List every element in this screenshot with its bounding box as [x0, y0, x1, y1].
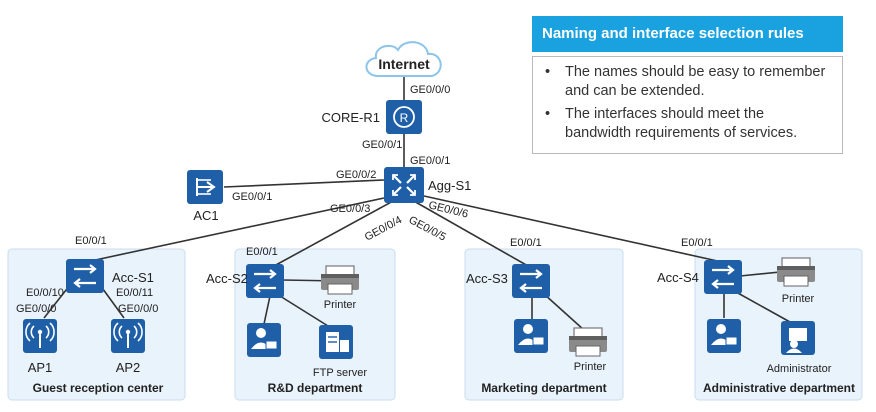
port-s2-up: E0/0/1: [246, 246, 278, 258]
port-agg-s2: GE0/0/4: [363, 214, 404, 244]
port-s1-ap2: E0/0/11: [116, 287, 153, 299]
port-agg-up: GE0/0/1: [410, 155, 450, 167]
port-agg-s1: GE0/0/3: [330, 203, 370, 215]
rule-item: • The names should be easy to remember a…: [543, 63, 834, 101]
acc-s3-switch-icon: [510, 262, 552, 300]
port-s1-up: E0/0/1: [75, 235, 107, 247]
link-s1-ap1: [43, 284, 71, 319]
guest-area-label: Guest reception center: [33, 381, 164, 395]
bullet: •: [545, 64, 551, 80]
port-internet-core: GE0/0/0: [410, 84, 450, 96]
admin-area-label: Administrative department: [703, 381, 855, 395]
printer-rd-label: Printer: [324, 299, 357, 311]
ftp-server-label: FTP server: [313, 367, 368, 379]
printer-admin-label: Printer: [782, 293, 815, 305]
acc-s3-label: Acc-S3: [466, 271, 508, 286]
rules-title: Naming and interface selection rules: [532, 16, 843, 52]
marketing-area-label: Marketing department: [481, 381, 606, 395]
internet-label: Internet: [378, 56, 430, 72]
acc-s1-switch-icon: [64, 257, 106, 295]
agg-s1-label: Agg-S1: [428, 178, 471, 193]
acc-s1-label: Acc-S1: [112, 270, 154, 285]
printer-icon: [568, 327, 608, 357]
rule-text: The interfaces should meet the bandwidth…: [565, 106, 798, 141]
rules-box: Naming and interface selection rules • T…: [532, 16, 843, 154]
port-s4-up: E0/0/1: [681, 237, 713, 249]
printer-icon: [776, 257, 816, 287]
rules-list: • The names should be easy to remember a…: [532, 56, 843, 154]
link-agg-s1: [85, 197, 385, 263]
port-agg-ac: GE0/0/2: [336, 169, 376, 181]
link-agg-s3: [411, 199, 529, 267]
marketing-user-icon: [513, 318, 549, 354]
port-ac: GE0/0/1: [232, 191, 272, 203]
link-s4-admin: [735, 291, 791, 323]
port-ap1: GE0/0/0: [16, 303, 56, 315]
port-agg-s3: GE0/0/5: [407, 214, 448, 244]
rule-item: • The interfaces should meet the bandwid…: [543, 105, 834, 143]
guest-area-panel: [7, 248, 186, 401]
port-ap2: GE0/0/0: [118, 303, 158, 315]
printer-marketing-label: Printer: [574, 361, 607, 373]
link-agg-s2: [273, 199, 396, 267]
administrator-label: Administrator: [767, 363, 832, 375]
ap2-icon: [110, 318, 146, 354]
acc-s4-label: Acc-S4: [657, 270, 699, 285]
core-r1-label: CORE-R1: [321, 110, 380, 125]
acc-s2-switch-icon: [244, 262, 286, 300]
router-icon: R: [386, 100, 422, 134]
acc-s2-label: Acc-S2: [206, 271, 248, 286]
printer-icon: [320, 265, 360, 295]
ac1-label: AC1: [193, 208, 218, 223]
port-s3-up: E0/0/1: [510, 237, 542, 249]
link-s1-ap2: [99, 284, 125, 319]
link-agg-s4: [423, 195, 723, 263]
access-controller-icon: [187, 170, 223, 204]
internet-cloud-icon: [365, 41, 442, 77]
rd-user-icon: [246, 322, 282, 358]
rule-text: The names should be easy to remember and…: [565, 64, 826, 99]
bullet: •: [545, 106, 551, 122]
aggregation-switch-icon: [384, 167, 424, 203]
ap1-icon: [22, 318, 58, 354]
port-s1-ap1: E0/0/10: [26, 287, 64, 299]
ap2-label: AP2: [116, 360, 141, 375]
ftp-server-icon: [319, 325, 353, 359]
port-agg-s4: GE0/0/6: [427, 199, 469, 220]
svg-text:R: R: [400, 111, 409, 125]
link-s3-printer: [543, 293, 585, 331]
rd-area-label: R&D department: [268, 381, 363, 395]
admin-user-icon: [706, 318, 742, 354]
link-ac-agg: [223, 179, 385, 188]
administrator-icon: [781, 321, 815, 355]
link-s2-ftp: [279, 295, 329, 327]
port-core-down: GE0/0/1: [362, 139, 402, 151]
ap1-label: AP1: [28, 360, 53, 375]
link-s2-user: [263, 295, 271, 325]
acc-s4-switch-icon: [702, 258, 744, 296]
